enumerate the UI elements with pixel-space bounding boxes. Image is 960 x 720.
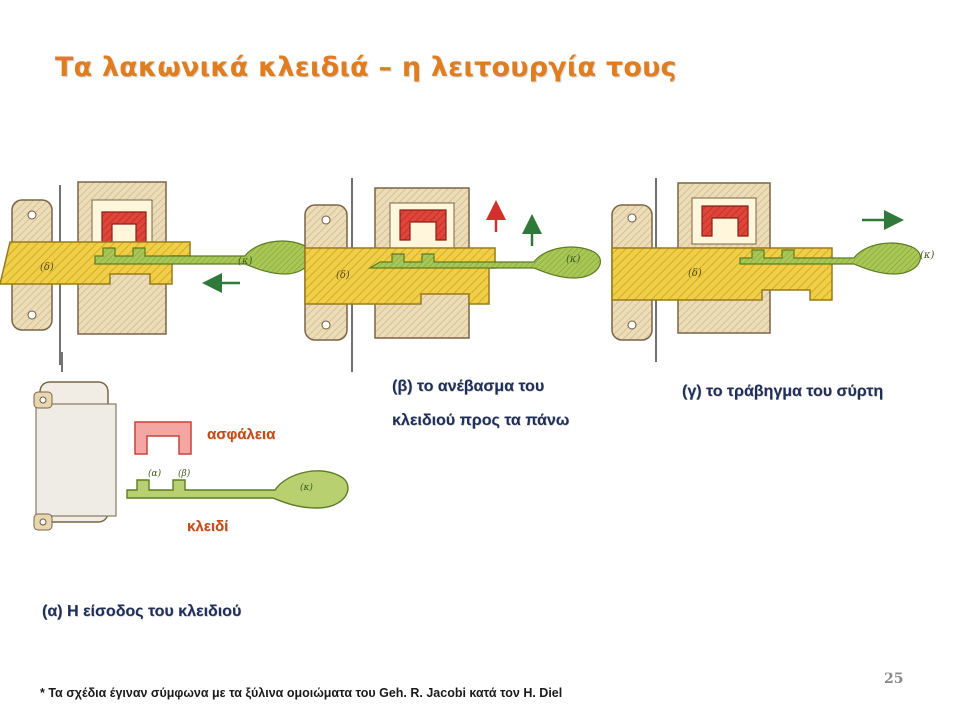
drawing-letter-key: (κ) (238, 256, 252, 267)
part-label-key: κλειδί (187, 518, 229, 535)
drawing-alpha: (δ) (κ) (0, 181, 312, 365)
drawing-letter-tooth-b: (β) (178, 468, 191, 479)
caption-alpha: (α) Η είσοδος του κλειδιού (42, 603, 242, 620)
drawing-letter-key: (κ) (920, 250, 934, 261)
drawing-letter-key: (κ) (566, 254, 580, 265)
slide-title: Τα λακωνικά κλειδιά – η λειτουργία τους (55, 52, 677, 83)
drawing-parts: (α) (β) (κ) (33, 352, 349, 531)
drawing-letter-bolt: (δ) (336, 270, 350, 281)
drawing-beta: (δ) (κ) (304, 178, 601, 372)
caption-beta-line2: κλειδιού προς τα πάνω (392, 412, 570, 429)
caption-beta-line1: (β) το ανέβασμα του (392, 378, 545, 395)
drawing-gamma: (δ) (κ) (611, 178, 934, 362)
drawing-letter-tooth-a: (α) (148, 468, 162, 479)
footnote: * Τα σχέδια έγιναν σύμφωνα με τα ξύλινα … (40, 686, 563, 700)
drawing-letter-bolt: (δ) (40, 262, 54, 273)
drawing-letter-bolt: (δ) (688, 268, 702, 279)
part-label-safety: ασφάλεια (207, 426, 276, 443)
drawing-letter-key: (κ) (300, 482, 313, 493)
caption-gamma: (γ) το τράβηγμα του σύρτη (682, 383, 884, 400)
page-number: 25 (884, 671, 904, 687)
